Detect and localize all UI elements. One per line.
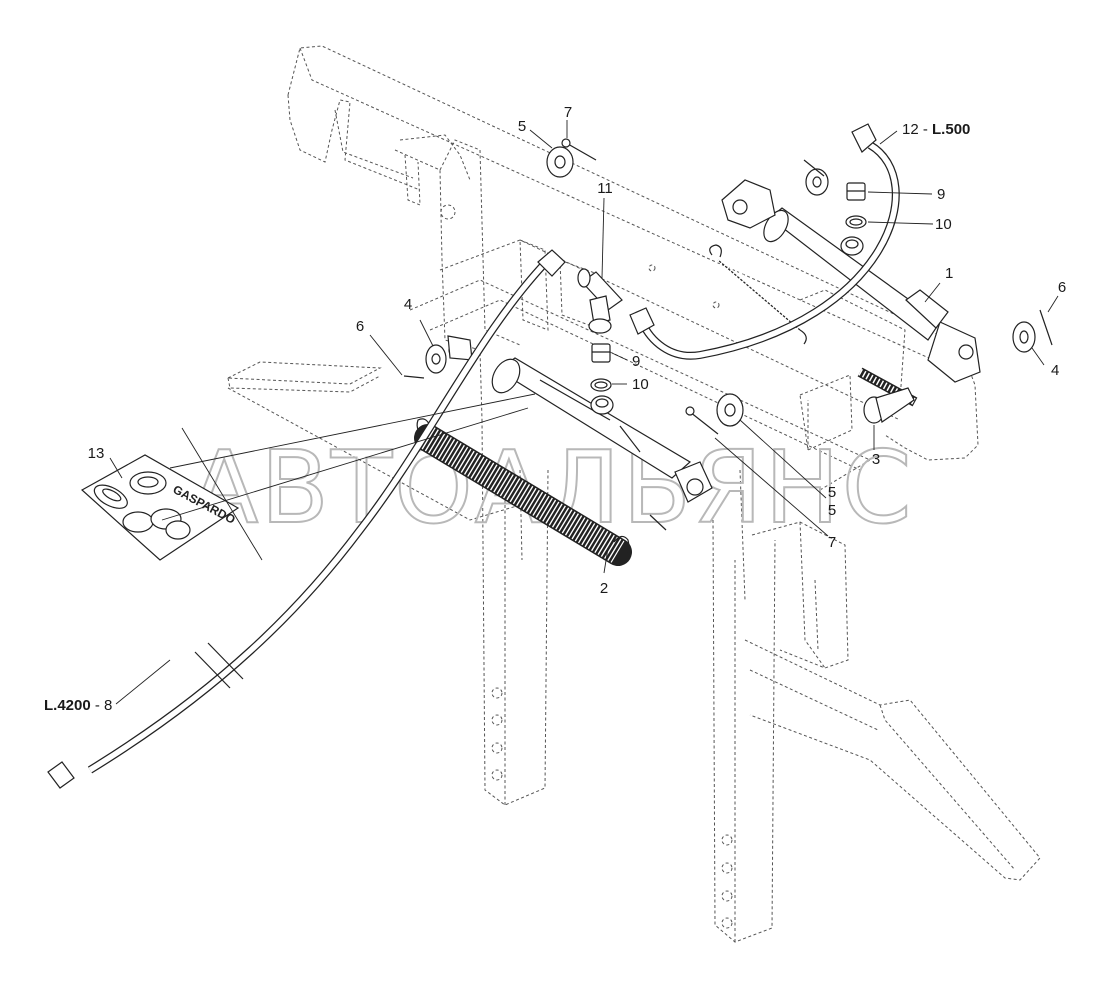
leader-lines	[109, 120, 1059, 705]
callout-c10b: 10	[935, 216, 952, 233]
hose-8	[47, 249, 566, 789]
callout-c5a: 5	[518, 118, 526, 135]
callout-c11-part-0: 11	[597, 180, 613, 197]
callout-c8-part-0: L.4200	[44, 697, 91, 714]
callout-c3-part-0: 3	[872, 451, 880, 468]
callout-c10b-part-0: 10	[935, 216, 952, 233]
callout-c6a: 6	[356, 318, 364, 335]
callout-c4a-part-0: 4	[404, 296, 412, 313]
callout-c12-part-0: 12 -	[902, 121, 932, 138]
frame-outline	[226, 45, 1041, 943]
callout-c10a-part-0: 10	[632, 376, 649, 393]
callout-c1: 1	[945, 265, 953, 282]
callout-c5a-part-0: 5	[518, 118, 526, 135]
callout-c3: 3	[872, 451, 880, 468]
pin-3	[863, 387, 915, 424]
callout-c5b-part-0: 5	[828, 484, 836, 501]
callout-c13: 13	[88, 445, 105, 462]
callout-c9b: 9	[937, 186, 945, 203]
callout-c6b: 6	[1058, 279, 1066, 296]
callout-c4b-part-0: 4	[1051, 362, 1059, 379]
hose-12	[629, 123, 900, 360]
callout-c11: 11	[597, 180, 613, 197]
callout-c7b: 7	[828, 534, 836, 551]
hydraulic-cylinder-1	[721, 179, 981, 383]
washers	[425, 146, 1036, 427]
adapter-9-rear	[846, 182, 866, 201]
tee-fitting-11	[577, 268, 623, 334]
callout-c7b-part-0: 7	[828, 534, 836, 551]
callout-c9b-part-0: 9	[937, 186, 945, 203]
callout-c2-part-0: 2	[600, 580, 608, 597]
adapter-9-front	[591, 343, 611, 363]
callout-c12: 12 - L.500	[902, 121, 970, 138]
callout-c5b: 5	[828, 484, 836, 501]
callout-c9a-part-0: 9	[632, 353, 640, 370]
callout-c12-part-1: L.500	[932, 121, 970, 138]
callout-c4b: 4	[1051, 362, 1059, 379]
callout-c13-part-0: 13	[88, 445, 105, 462]
seal-10-rear	[845, 215, 867, 229]
callout-c10a: 10	[632, 376, 649, 393]
callout-c7a: 7	[564, 104, 572, 121]
hydraulic-cylinder-front	[447, 335, 713, 503]
callout-c8-part-1: - 8	[91, 697, 113, 714]
callout-c2: 2	[600, 580, 608, 597]
callout-c9a: 9	[632, 353, 640, 370]
callout-c6b-part-0: 6	[1058, 279, 1066, 296]
seal-10-front	[590, 378, 612, 392]
callout-c5c: 5	[828, 502, 836, 519]
spring-upper	[709, 244, 807, 345]
callout-c6a-part-0: 6	[356, 318, 364, 335]
callout-c7a-part-0: 7	[564, 104, 572, 121]
callout-c8: L.4200 - 8	[44, 697, 112, 714]
callout-c5c-part-0: 5	[828, 502, 836, 519]
callout-c1-part-0: 1	[945, 265, 953, 282]
callout-c4a: 4	[404, 296, 412, 313]
pins	[403, 138, 1053, 531]
